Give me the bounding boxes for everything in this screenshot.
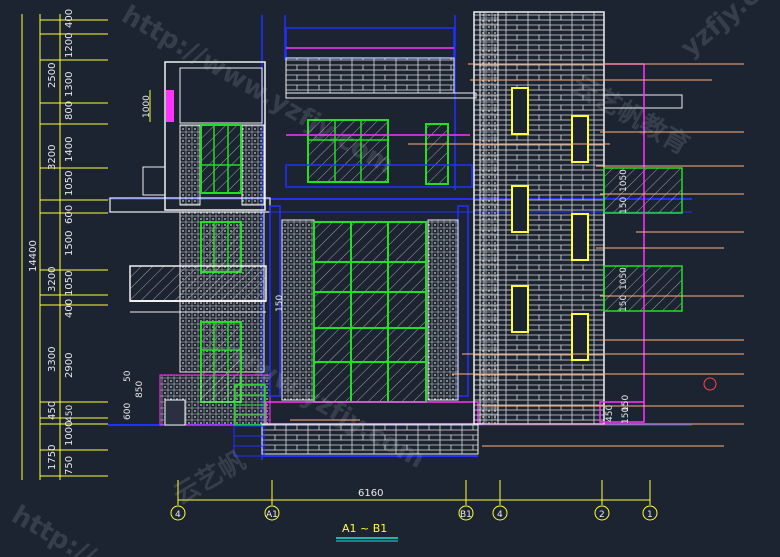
- leader-lines: [290, 63, 744, 447]
- center-upper: [285, 27, 477, 188]
- center-main: [233, 205, 479, 457]
- dim-1400: 1400: [64, 137, 75, 162]
- dim-right-150-d: 150: [621, 395, 631, 412]
- dim-450-inner: 450: [65, 405, 75, 422]
- dim-right-450: 450: [605, 405, 615, 422]
- dim-600-inner: 600: [123, 403, 133, 420]
- dim-150-inner: 150: [275, 295, 285, 312]
- dim-total-14400: 14400: [28, 240, 39, 272]
- right-dimensions: 150 1050 150 1050 450 150 150: [605, 169, 631, 424]
- axis-label-4-left: 4: [175, 510, 181, 520]
- dim-right-150-a: 150: [619, 197, 629, 214]
- axis-label-2: 2: [599, 510, 605, 520]
- dim-400-top: 400: [64, 9, 75, 28]
- bottom-dimension: 6160: [177, 480, 651, 505]
- dim-1050-lower: 1050: [64, 271, 75, 296]
- dim-6160: 6160: [358, 488, 383, 499]
- watermark-text-5: http://: [7, 500, 102, 557]
- dim-3200-lower: 3200: [47, 267, 58, 292]
- dim-3300: 3300: [47, 347, 58, 372]
- dim-1050-upper: 1050: [64, 171, 75, 196]
- axis-label-b1: B1: [460, 510, 472, 520]
- dim-1200: 1200: [64, 33, 75, 58]
- dim-right-150-c: 150: [621, 407, 631, 424]
- dim-1000-inner: 1000: [142, 95, 152, 118]
- right-tower: [473, 11, 717, 425]
- dim-750: 750: [64, 456, 75, 475]
- left-dimension-lines: [21, 14, 108, 480]
- left-wing: [109, 61, 271, 426]
- inner-dimensions: 1000 50 600 850 450 150: [65, 90, 285, 422]
- dim-2500: 2500: [47, 63, 58, 88]
- axis-label-4-right: 4: [497, 510, 503, 520]
- watermark-text-6: 云艺帆: [169, 446, 252, 511]
- dim-600: 600: [64, 205, 75, 224]
- dim-1000: 1000: [64, 421, 75, 446]
- dim-right-1050-b: 1050: [619, 267, 629, 290]
- dim-right-150-b: 150: [619, 295, 629, 312]
- axis-label-a1: A1: [266, 510, 278, 520]
- dim-3200-upper: 3200: [47, 145, 58, 170]
- axis-markers: 4 A1 B1 4 2 1: [170, 505, 658, 521]
- dim-400-mid: 400: [64, 299, 75, 318]
- drawing-title-text: A1 ~ B1: [342, 522, 387, 535]
- axis-label-1: 1: [647, 510, 653, 520]
- dim-1500: 1500: [64, 231, 75, 256]
- dim-850-inner: 850: [135, 381, 145, 398]
- dim-1750: 1750: [47, 445, 58, 470]
- dim-450: 450: [47, 401, 58, 420]
- dim-1300: 1300: [64, 72, 75, 97]
- dim-50-inner: 50: [123, 370, 133, 382]
- dim-2900: 2900: [64, 353, 75, 378]
- dim-right-1050-a: 1050: [619, 169, 629, 192]
- left-dimension-texts: 400 1200 2500 1300 800 3200 1400 1050 60…: [28, 9, 75, 475]
- drawing-title: A1 ~ B1: [336, 522, 398, 542]
- dim-800: 800: [64, 101, 75, 120]
- watermark-text-1: yzfjy.com: [675, 0, 780, 63]
